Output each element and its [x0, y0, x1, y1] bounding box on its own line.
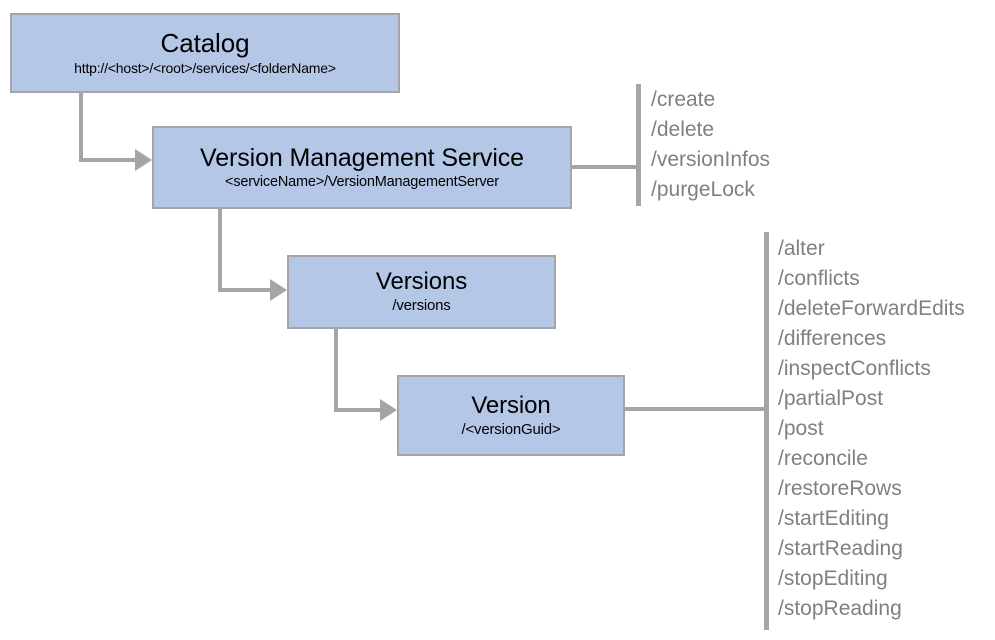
arrowhead-catalog-to-service [135, 149, 152, 171]
endpoint-item: /startEditing [778, 507, 889, 530]
connector-service-to-endpoints [572, 165, 640, 169]
node-versions-subtitle: /versions [392, 297, 451, 315]
endpoint-item: /startReading [778, 537, 903, 560]
node-catalog[interactable]: Catalog http://<host>/<root>/services/<f… [10, 13, 400, 93]
node-versions-title: Versions [375, 268, 468, 296]
endpoint-item: /reconcile [778, 447, 868, 470]
bracket-version-endpoints [764, 232, 769, 630]
endpoint-item: /stopReading [778, 597, 902, 620]
connector-service-to-versions-vertical [218, 209, 222, 292]
endpoint-item: /conflicts [778, 267, 860, 290]
node-version-subtitle: /<versionGuid> [461, 420, 561, 438]
arrowhead-service-to-versions [270, 279, 287, 301]
endpoint-item: /versionInfos [651, 148, 771, 171]
endpoint-item: /inspectConflicts [778, 357, 931, 380]
endpoint-item: /create [651, 88, 716, 111]
endpoint-item: /stopEditing [778, 567, 888, 590]
endpoint-item: /differences [778, 327, 887, 350]
connector-service-to-versions-horizontal [218, 288, 274, 292]
endpoint-item: /restoreRows [778, 477, 902, 500]
node-version-management-service-title: Version Management Service [200, 143, 524, 172]
connector-catalog-to-service-horizontal [79, 158, 139, 162]
node-catalog-subtitle: http://<host>/<root>/services/<folderNam… [74, 60, 336, 77]
connector-versions-to-version-horizontal [334, 408, 384, 412]
endpoint-item: /partialPost [778, 387, 884, 410]
node-version-management-service[interactable]: Version Management Service <serviceName>… [152, 126, 572, 209]
node-version-management-service-subtitle: <serviceName>/VersionManagementServer [225, 173, 499, 190]
connector-versions-to-version-vertical [334, 329, 338, 412]
arrowhead-versions-to-version [380, 399, 397, 421]
endpoint-list-version: /alter/conflicts/deleteForwardEdits/diff… [778, 234, 965, 624]
connector-catalog-to-service-vertical [79, 92, 83, 162]
endpoint-item: /post [778, 417, 824, 440]
node-version[interactable]: Version /<versionGuid> [397, 375, 625, 456]
bracket-service-endpoints [636, 84, 641, 206]
endpoint-item: /deleteForwardEdits [778, 297, 965, 320]
endpoint-item: /delete [651, 118, 715, 141]
node-versions[interactable]: Versions /versions [287, 255, 556, 329]
node-catalog-title: Catalog [160, 27, 250, 58]
node-version-title: Version [471, 391, 551, 419]
connector-version-to-endpoints [625, 407, 768, 411]
endpoint-item: /alter [778, 237, 825, 260]
endpoint-item: /purgeLock [651, 178, 755, 201]
endpoint-list-service: /create/delete/versionInfos/purgeLock [651, 85, 770, 205]
